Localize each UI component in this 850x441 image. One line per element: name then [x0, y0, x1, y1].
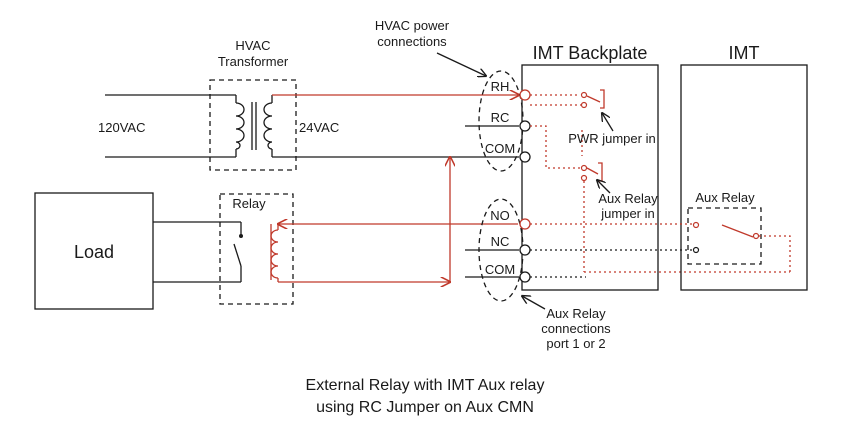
hvac-transformer [105, 79, 297, 171]
transformer-label-1: HVAC [235, 38, 270, 53]
rc-to-aux-jumper [530, 125, 582, 169]
external-relay [153, 193, 294, 305]
hvac-power-pointer [436, 52, 486, 76]
terminal-nc: NC [491, 234, 510, 249]
pwr-jumper-pointer [602, 113, 614, 132]
imt-backplate-label: IMT Backplate [533, 43, 648, 63]
aux-relay-label: Aux Relay [695, 190, 755, 205]
nc-terminal [519, 244, 531, 256]
terminal-com-top: COM [485, 141, 515, 156]
terminal-com-bottom: COM [485, 262, 515, 277]
terminal-rh: RH [491, 79, 510, 94]
aux-connections-pointer [522, 296, 546, 310]
aux-common-return [759, 235, 791, 272]
caption-line-1: External Relay with IMT Aux relay [306, 377, 545, 394]
aux-connections-label-2: connections [541, 321, 611, 336]
aux-jumper-pointer [597, 180, 611, 194]
aux-connections-label-1: Aux Relay [546, 306, 606, 321]
aux-relay-contacts [692, 221, 760, 254]
load-box [34, 192, 154, 310]
terminal-rc: RC [491, 110, 510, 125]
aux-connections-label-3: port 1 or 2 [546, 336, 605, 351]
aux-jumper-label-1: Aux Relay [598, 191, 658, 206]
imt-box [680, 64, 808, 291]
hvac-power-label-1: HVAC power [375, 18, 450, 33]
load-label: Load [74, 242, 114, 262]
pwr-jumper-label: PWR jumper in [568, 131, 655, 146]
terminal-no: NO [490, 208, 510, 223]
rc-terminal [519, 120, 531, 132]
rh-terminal [519, 89, 531, 101]
com-bottom-terminal [519, 271, 531, 283]
imt-backplate [521, 64, 659, 291]
pwr-jumper [530, 89, 605, 109]
relay-label: Relay [232, 196, 266, 211]
no-terminal [519, 218, 531, 230]
aux-jumper-label-2: jumper in [600, 206, 654, 221]
imt-label: IMT [729, 43, 760, 63]
transformer-label-2: Transformer [218, 54, 289, 69]
v120-label: 120VAC [98, 120, 145, 135]
v24-label: 24VAC [299, 120, 339, 135]
caption-line-2: using RC Jumper on Aux CMN [316, 399, 534, 416]
com-top-terminal [519, 151, 531, 163]
hvac-power-label-2: connections [377, 34, 447, 49]
